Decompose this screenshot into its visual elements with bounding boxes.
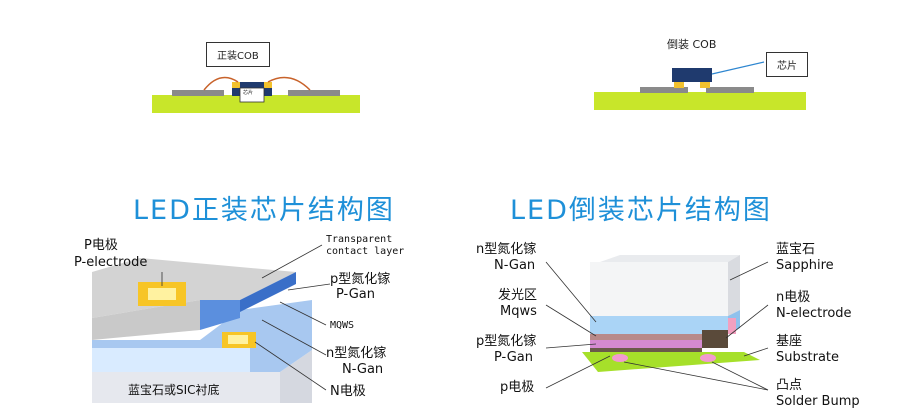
flip-chip-3d: [545, 255, 769, 391]
p-electrode-cn: P电极: [84, 238, 118, 253]
bump-cn: 凸点: [776, 378, 803, 393]
mesa-front: [92, 300, 200, 340]
n-gan-light: [92, 348, 250, 372]
p-electrode-block: [590, 348, 702, 352]
ngan-en: N-Gan: [342, 362, 384, 377]
flip-title: LED倒装芯片结构图: [510, 195, 772, 226]
n-electrode-label: N电极: [330, 384, 366, 399]
pgan-layer: [590, 340, 702, 348]
flip-n-electrode-cn: n电极: [776, 290, 811, 305]
green-substrate-left: [152, 95, 360, 113]
bump-right-1: [674, 82, 684, 88]
chip-pointer-line: [711, 61, 765, 75]
mqws-layer: [590, 334, 702, 340]
mqws-strip: [200, 300, 240, 330]
pgan-strip: [240, 272, 296, 312]
green-substrate-right: [594, 92, 806, 110]
chip-gold-r: [264, 82, 272, 88]
p-electrode-en: P-electrode: [74, 255, 148, 270]
flip-pgan-en: P-Gan: [494, 350, 533, 365]
sapphire-cn: 蓝宝石: [776, 242, 816, 257]
n-electrode-block: [702, 330, 728, 348]
base-green: [582, 352, 760, 372]
small-chip-label: 芯片: [243, 90, 254, 96]
pgan-en: P-Gan: [336, 287, 375, 302]
small-chip-box: [239, 87, 265, 103]
chip-body-right: [672, 68, 712, 82]
base-en: Substrate: [776, 350, 840, 365]
tcl-line1: Transparent: [326, 234, 393, 245]
pad-right-1: [640, 87, 688, 93]
face-up-chip-3d: [92, 244, 331, 403]
ngan-layer: [590, 316, 728, 334]
substrate-side-right: [280, 350, 312, 403]
p-electrode-glow: [148, 288, 176, 300]
pad-left-2: [288, 90, 340, 96]
flip-ngan-cn: n型氮化镓: [476, 242, 537, 257]
bond-wire-left: [203, 76, 239, 91]
sapphire-en: Sapphire: [776, 258, 834, 273]
substrate-side: [92, 372, 280, 403]
n-electrode-glow: [228, 335, 248, 344]
bond-wire-right: [267, 76, 311, 91]
mqws-label: MQWS: [330, 320, 355, 331]
chip-gold-l: [232, 82, 240, 88]
sapphire-front: [590, 262, 728, 316]
flip-mqws-cn: 发光区: [498, 288, 538, 303]
n-electrode-pink: [728, 318, 736, 334]
bump-en: Solder Bump: [776, 394, 860, 409]
flip-cob-label: 倒装 COB: [667, 38, 717, 51]
flip-pgan-cn: p型氮化镓: [476, 334, 537, 349]
pad-left-1: [172, 90, 224, 96]
flip-p-electrode-cn: p电极: [500, 380, 535, 395]
pad-right-2: [706, 87, 754, 93]
pgan-cn: p型氮化镓: [330, 272, 391, 287]
face-up-title: LED正装芯片结构图: [133, 195, 395, 226]
base-cn: 基座: [776, 334, 803, 349]
flip-cob-diagram: [594, 61, 806, 110]
ngan-cn: n型氮化镓: [326, 346, 387, 361]
face-up-cob-tag: 正装COB: [206, 42, 270, 67]
face-up-cob-diagram: [152, 76, 360, 113]
flip-n-electrode-en: N-electrode: [776, 306, 852, 321]
sapphire-side: [728, 255, 740, 316]
sapphire-top: [600, 255, 740, 262]
chip-callout-tag: 芯片: [766, 52, 808, 77]
flip-mqws-en: Mqws: [500, 304, 537, 319]
flip-ngan-en: N-Gan: [494, 258, 536, 273]
bump-2: [700, 354, 716, 362]
substrate-label: 蓝宝石或SIC衬底: [128, 383, 220, 397]
tcl-line2: contact layer: [326, 246, 405, 257]
bump-1: [612, 354, 628, 362]
bump-right-2: [700, 82, 710, 88]
